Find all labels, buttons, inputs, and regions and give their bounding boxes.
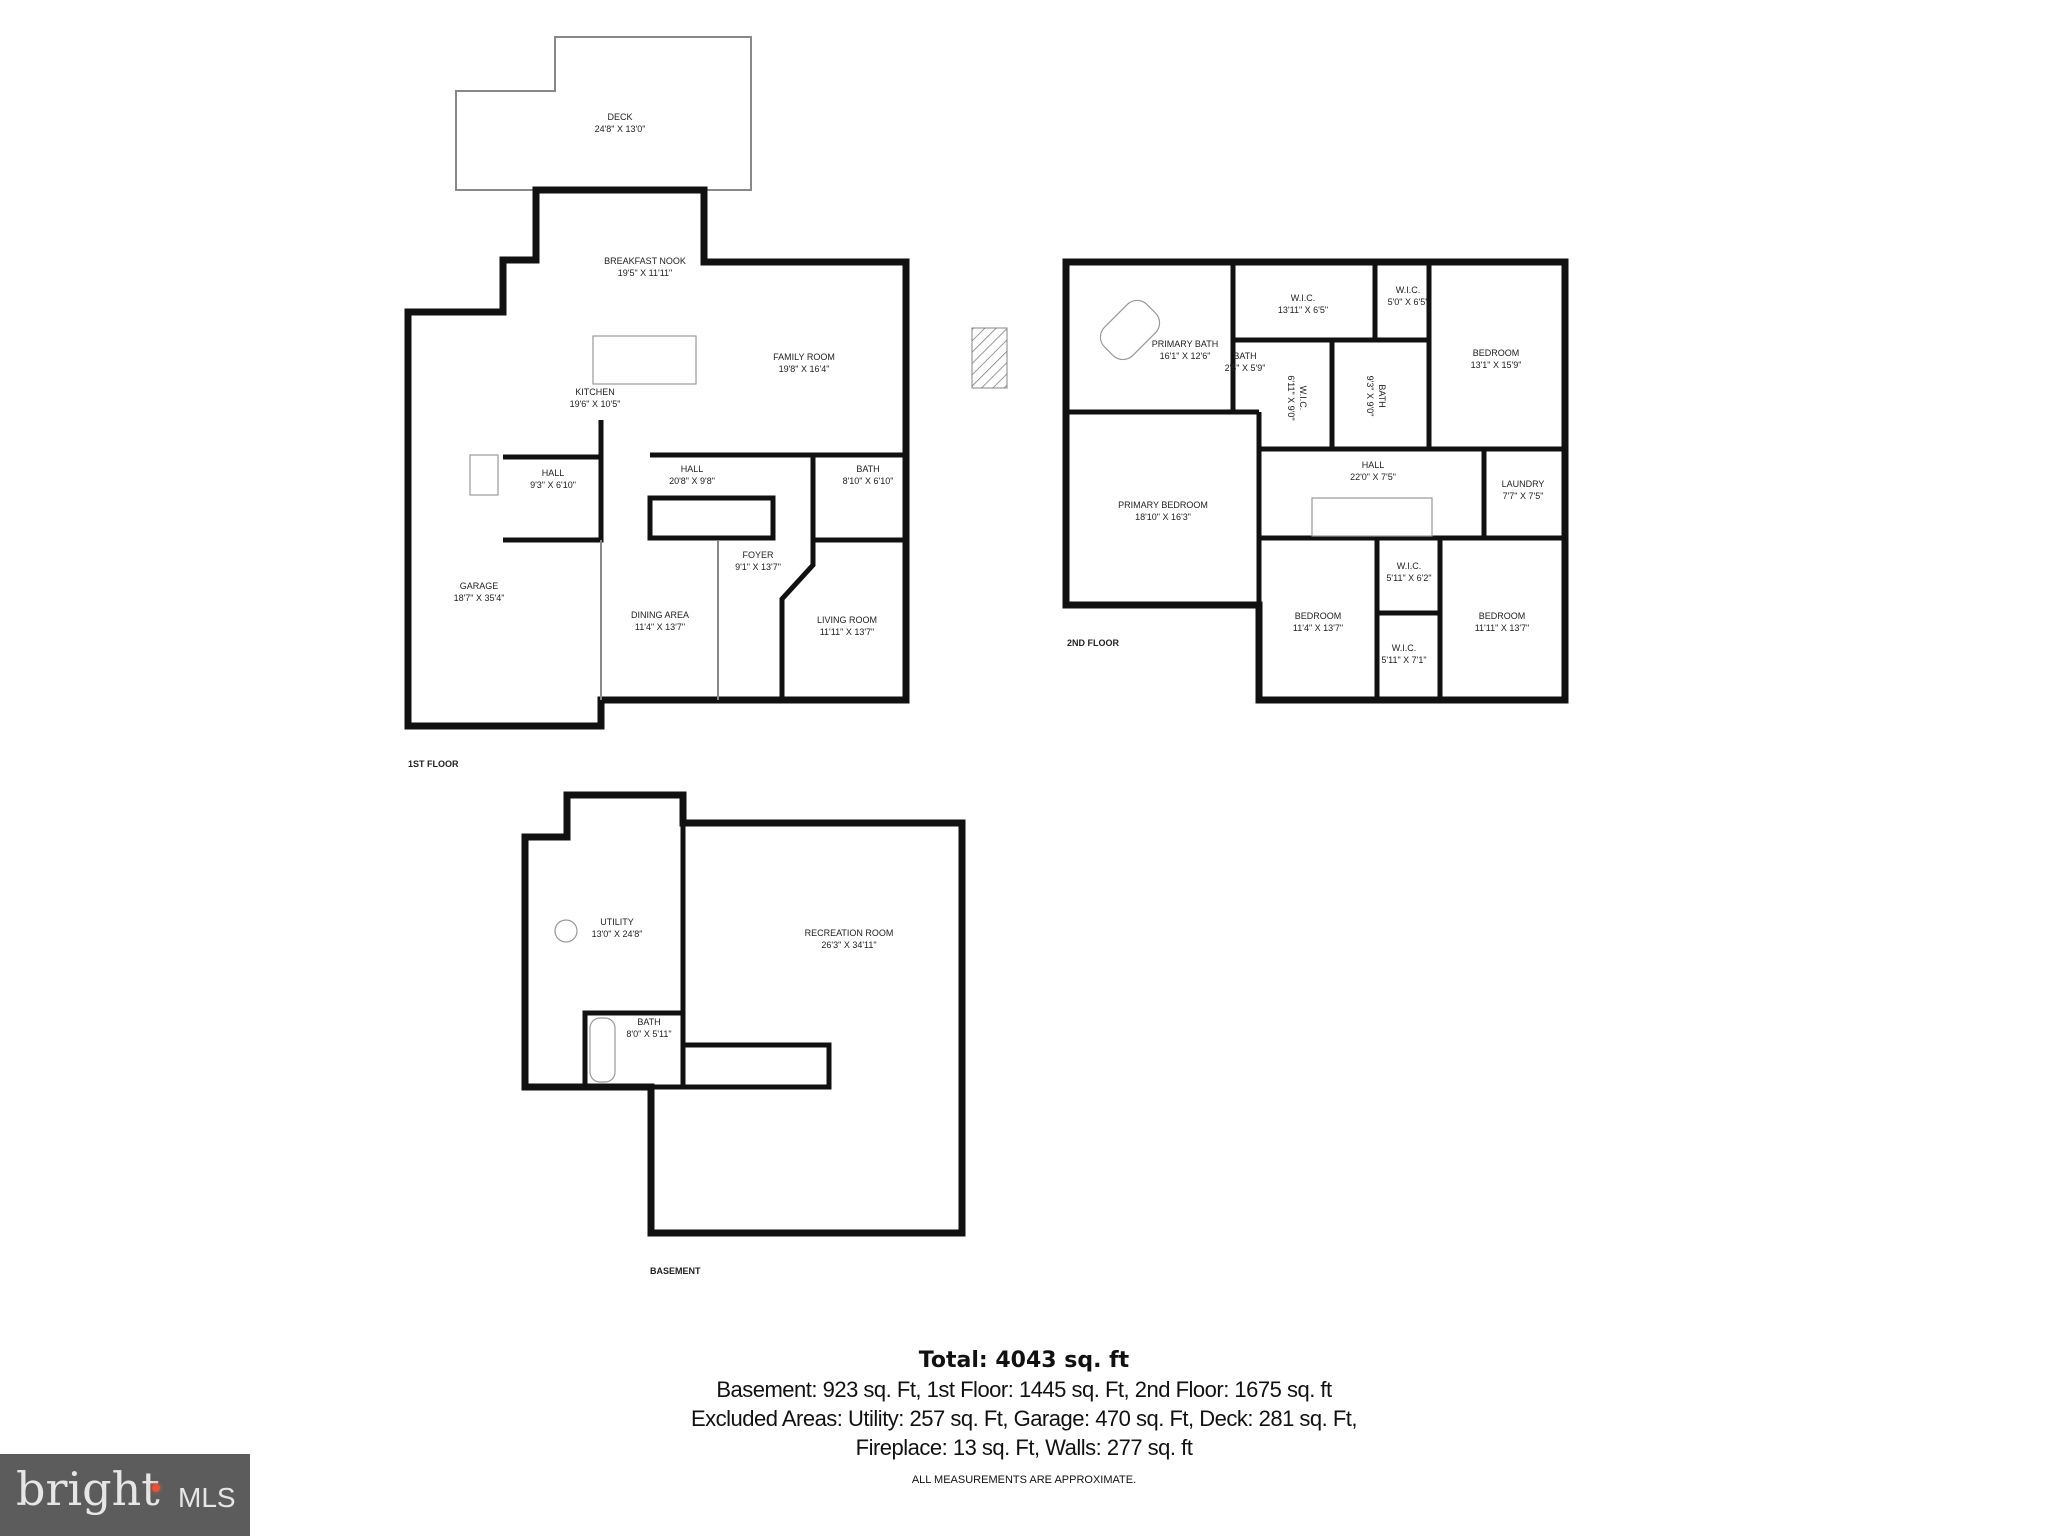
room-dims: 11'4" X 13'7": [1293, 623, 1343, 633]
bathtub: [589, 1017, 616, 1083]
room-name: HALL: [1362, 460, 1385, 470]
excluded-areas-cont: Fireplace: 13 sq. Ft, Walls: 277 sq. ft: [855, 1435, 1193, 1460]
logo-wordmark: bright: [16, 1462, 160, 1516]
room-dims: 9'1" X 13'7": [735, 562, 781, 572]
living-room-wall: [779, 457, 816, 700]
room-dims: 18'7" X 35'4": [454, 593, 505, 603]
room-name: KITCHEN: [575, 387, 615, 397]
fireplace-hatch: [972, 328, 1007, 388]
room-dims: 13'1" X 15'9": [1471, 360, 1522, 370]
bright-mls-logo: bright MLS: [0, 1454, 250, 1536]
floor-label: 1ST FLOOR: [408, 759, 459, 769]
room-dims: 11'11" X 13'7": [820, 627, 875, 637]
room-dims: 19'5" X 11'11": [618, 268, 673, 278]
bathtub: [1099, 299, 1161, 361]
room-dims: 11'11" X 13'7": [1475, 623, 1530, 633]
room-name: BATH: [637, 1017, 660, 1027]
room-name: BATH: [1377, 384, 1387, 407]
basement-labels: UTILITY 13'0" X 24'8" RECREATION ROOM 26…: [592, 917, 894, 1276]
room-name: HALL: [681, 464, 704, 474]
room-dims: 9'3" X 6'10": [530, 480, 576, 490]
room-name: LAUNDRY: [1502, 479, 1545, 489]
room-name: BEDROOM: [1473, 348, 1520, 358]
room-name: BATH: [1233, 351, 1256, 361]
room-name: UTILITY: [600, 917, 634, 927]
room-name: BREAKFAST NOOK: [604, 256, 686, 266]
floor-areas: Basement: 923 sq. Ft, 1st Floor: 1445 sq…: [716, 1377, 1332, 1402]
second-floor-labels: W.I.C. 13'11" X 6'5" PRIMARY BATH 16'1" …: [1067, 285, 1544, 665]
room-name: W.I.C.: [1291, 293, 1316, 303]
room-name: BEDROOM: [1295, 611, 1342, 621]
water-heater: [554, 919, 578, 943]
logo-mls: MLS: [178, 1482, 236, 1513]
floor-label: 2ND FLOOR: [1067, 638, 1120, 648]
second-floor-plan: [1062, 258, 1569, 704]
room-name: FAMILY ROOM: [773, 352, 835, 362]
room-name: BATH: [856, 464, 879, 474]
first-floor-plan: [404, 36, 1008, 730]
deck-outline: [455, 36, 752, 191]
room-dims: 18'10" X 16'3": [1135, 512, 1191, 522]
room-name: W.I.C.: [1298, 386, 1308, 411]
room-name: PRIMARY BATH: [1152, 339, 1219, 349]
room-dims: 13'11" X 6'5": [1278, 305, 1328, 315]
exterior-wall: [521, 791, 966, 1237]
room-name: PRIMARY BEDROOM: [1118, 500, 1208, 510]
room-name: GARAGE: [460, 581, 499, 591]
room-dims: 5'11" X 6'2": [1386, 573, 1431, 583]
stairs: [680, 1042, 832, 1090]
room-name: W.I.C.: [1397, 561, 1422, 571]
room-name: RECREATION ROOM: [805, 928, 894, 938]
room-dims: 19'8" X 16'4": [779, 364, 830, 374]
room-name: DECK: [607, 112, 632, 122]
room-dims: 6'11" X 9'0": [1286, 375, 1296, 420]
room-name: LIVING ROOM: [817, 615, 877, 625]
stairs: [1311, 497, 1433, 537]
first-floor-labels: DECK 24'8" X 13'0" BREAKFAST NOOK 19'5" …: [408, 112, 893, 769]
exterior-wall: [404, 186, 910, 730]
floor-label: BASEMENT: [650, 1266, 701, 1276]
room-dims: 8'0" X 5'11": [626, 1029, 671, 1039]
room-name: BEDROOM: [1479, 611, 1526, 621]
logo-star-icon: [152, 1484, 160, 1492]
room-dims: 11'4" X 13'7": [635, 622, 685, 632]
room-dims: 9'3" X 9'0": [1365, 376, 1375, 417]
room-dims: 16'1" X 12'6": [1160, 351, 1211, 361]
kitchen-island: [592, 335, 697, 385]
room-name: W.I.C.: [1392, 643, 1417, 653]
room-dims: 13'0" X 24'8": [592, 929, 643, 939]
basement-plan: [521, 791, 966, 1237]
area-summary: Total: 4043 sq. ft Basement: 923 sq. Ft,…: [0, 1346, 2048, 1486]
room-name: FOYER: [742, 550, 774, 560]
room-dims: 7'7" X 7'5": [1503, 491, 1544, 501]
room-dims: 20'8" X 9'8": [669, 476, 715, 486]
stairs: [647, 495, 776, 541]
exterior-steps: [469, 454, 499, 496]
excluded-areas: Excluded Areas: Utility: 257 sq. Ft, Gar…: [690, 1406, 1358, 1431]
room-name: HALL: [542, 468, 565, 478]
room-name: W.I.C.: [1396, 285, 1421, 295]
room-dims: 5'0" X 6'5": [1388, 297, 1429, 307]
room-name: DINING AREA: [631, 610, 689, 620]
room-dims: 19'6" X 10'5": [570, 399, 621, 409]
room-dims: 26'3" X 34'11": [821, 940, 876, 950]
total-area: Total: 4043 sq. ft: [918, 1348, 1130, 1373]
disclaimer: ALL MEASUREMENTS ARE APPROXIMATE.: [911, 1474, 1137, 1486]
room-dims: 5'11" X 7'1": [1381, 655, 1426, 665]
room-dims: 24'8" X 13'0": [595, 124, 646, 134]
exterior-wall: [1062, 258, 1569, 704]
room-dims: 22'0" X 7'5": [1350, 472, 1396, 482]
room-dims: 8'10" X 6'10": [843, 476, 894, 486]
room-dims: 2'5" X 5'9": [1225, 363, 1266, 373]
